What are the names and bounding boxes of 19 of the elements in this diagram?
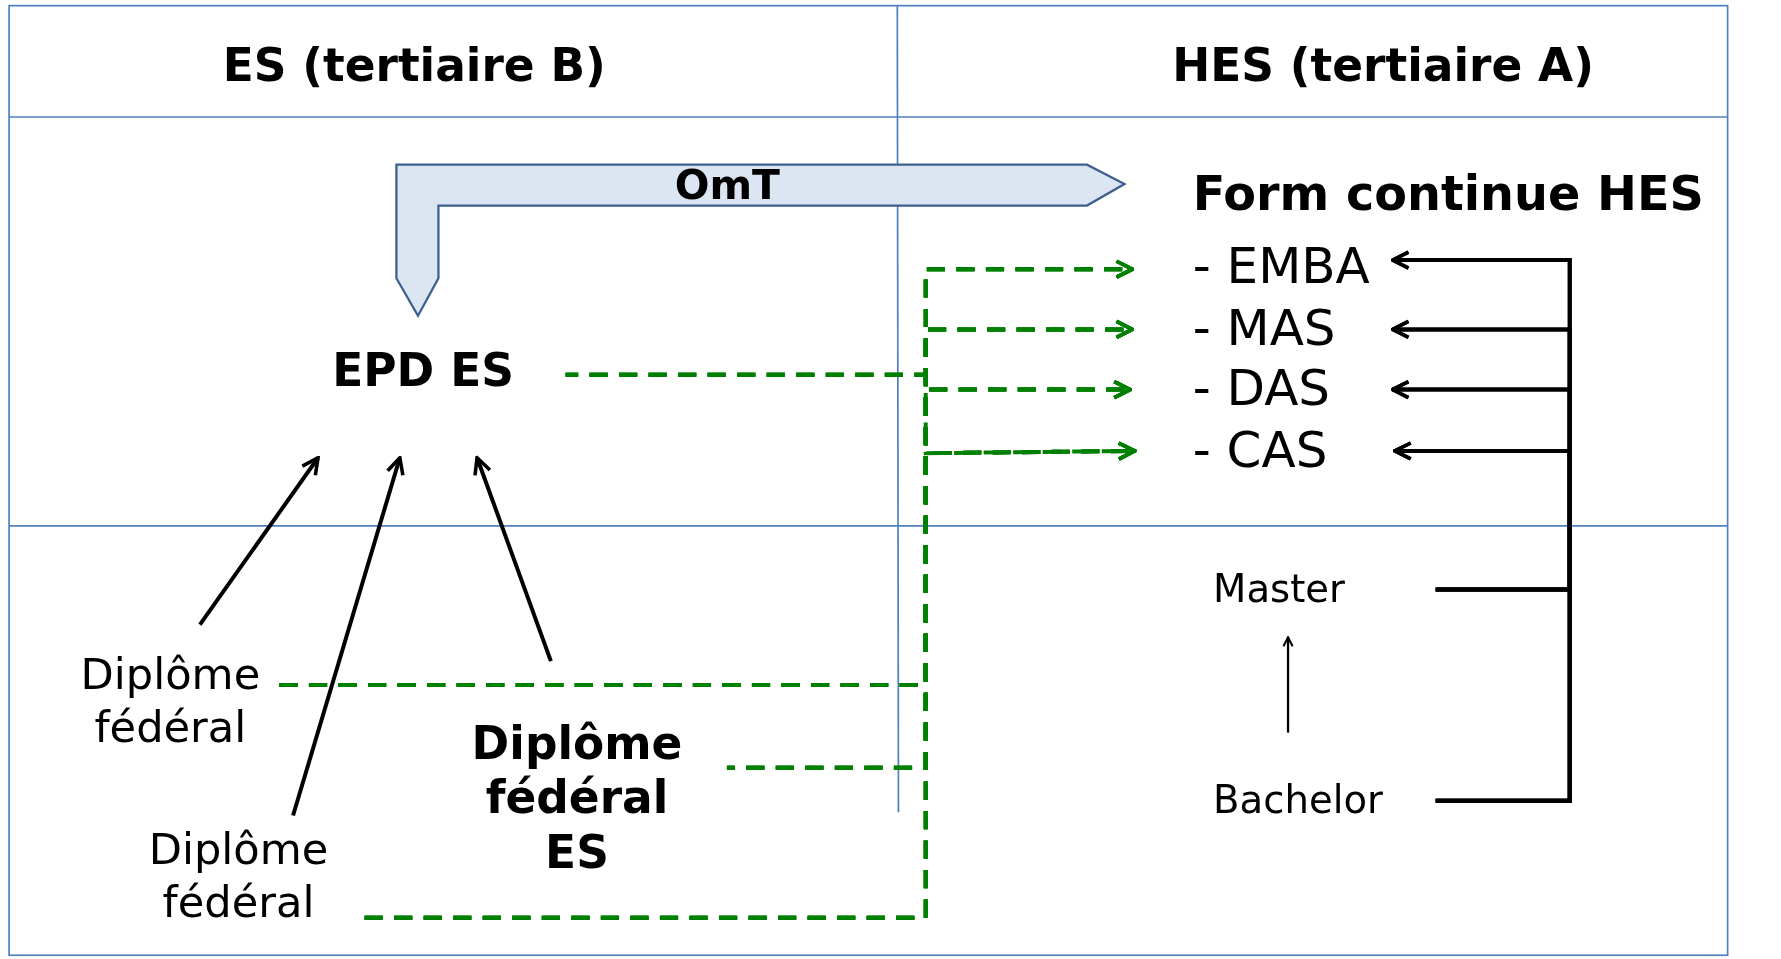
list-item: - CAS (1192, 420, 1454, 481)
arrow (1393, 441, 1572, 803)
arrow (198, 455, 320, 626)
arrow (1282, 636, 1294, 733)
node-label: Bachelor (1213, 776, 1436, 824)
node-label: Master (1213, 565, 1436, 612)
column-header: HES (tertiaire A) (1172, 38, 1594, 91)
node-label: EPD ES (306, 343, 540, 398)
heading: Form continue HES (1192, 165, 1781, 224)
list-item: - EMBA (1192, 236, 1454, 297)
node-label: Diplôme fédéral (124, 824, 353, 929)
node-label: Diplôme fédéral (56, 649, 284, 754)
column-header: ES (tertiaire B) (222, 38, 606, 91)
arrow (473, 455, 553, 662)
list-item: - DAS (1192, 358, 1454, 419)
node-label: OmT (674, 160, 780, 210)
arrow (291, 455, 405, 817)
node-label: Diplôme fédéral ES (452, 715, 702, 880)
list-item: - MAS (1192, 298, 1454, 359)
